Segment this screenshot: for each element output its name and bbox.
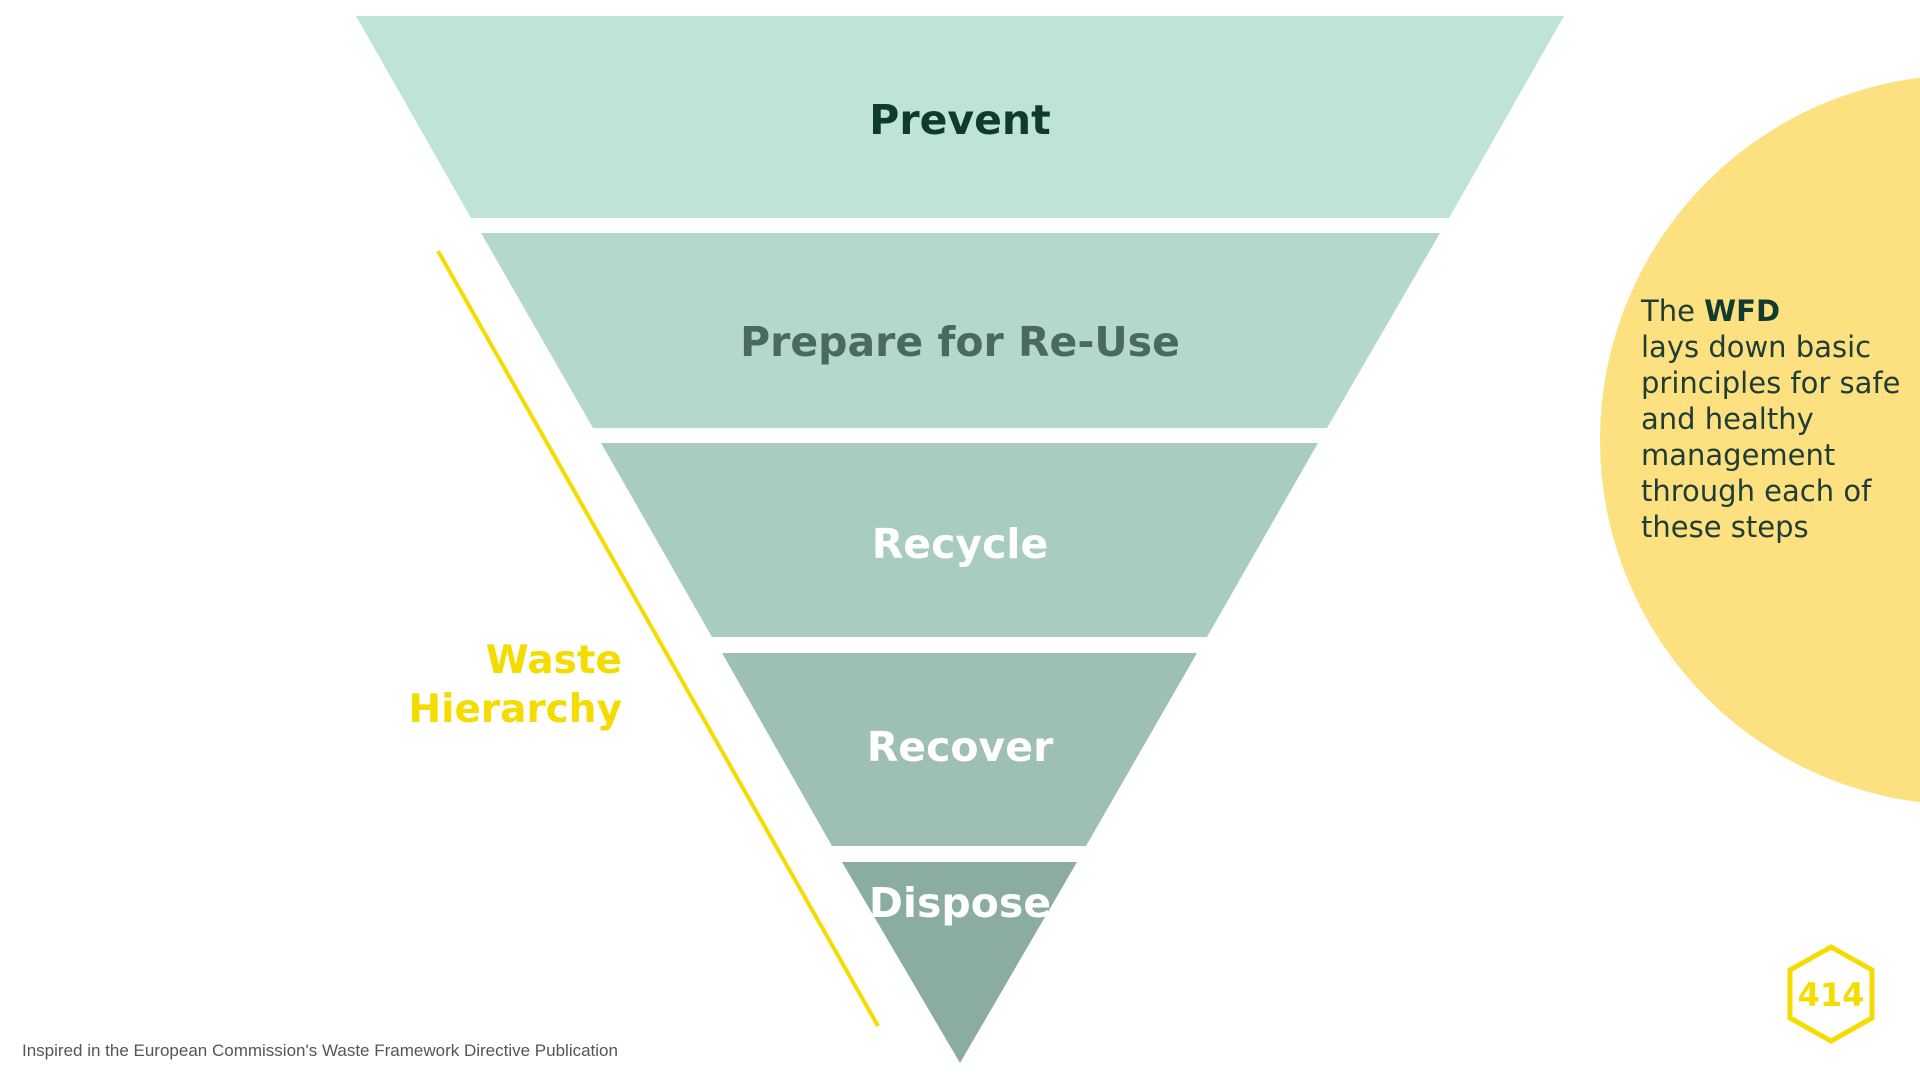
- tier-label-dispose: Dispose: [869, 879, 1051, 927]
- tier-recover: [722, 653, 1197, 846]
- side-label-line-1: Waste: [486, 638, 622, 683]
- tier-label-recover: Recover: [867, 723, 1054, 771]
- tier-label-prevent: Prevent: [869, 96, 1050, 144]
- logo-text: 414: [1798, 976, 1865, 1014]
- info-circle: [1600, 77, 1920, 803]
- info-emphasis: WFD: [1704, 294, 1781, 328]
- logo-hexagon-icon: [1787, 944, 1875, 1044]
- tier-label-recycle: Recycle: [872, 520, 1049, 568]
- info-prefix: The: [1641, 294, 1705, 328]
- side-label-line-2: Hierarchy: [408, 687, 622, 732]
- tier-prevent: [356, 16, 1564, 218]
- tier-recycle: [601, 443, 1318, 637]
- tier-dispose: [842, 862, 1077, 1063]
- tier-label-prepare-for-reuse: Prepare for Re-Use: [740, 318, 1180, 366]
- hierarchy-line: [436, 250, 880, 1027]
- tier-prepare-for-reuse: [481, 233, 1440, 428]
- info-body: lays down basic principles for safe and …: [1641, 330, 1901, 544]
- footnote: Inspired in the European Commission's Wa…: [22, 1041, 618, 1060]
